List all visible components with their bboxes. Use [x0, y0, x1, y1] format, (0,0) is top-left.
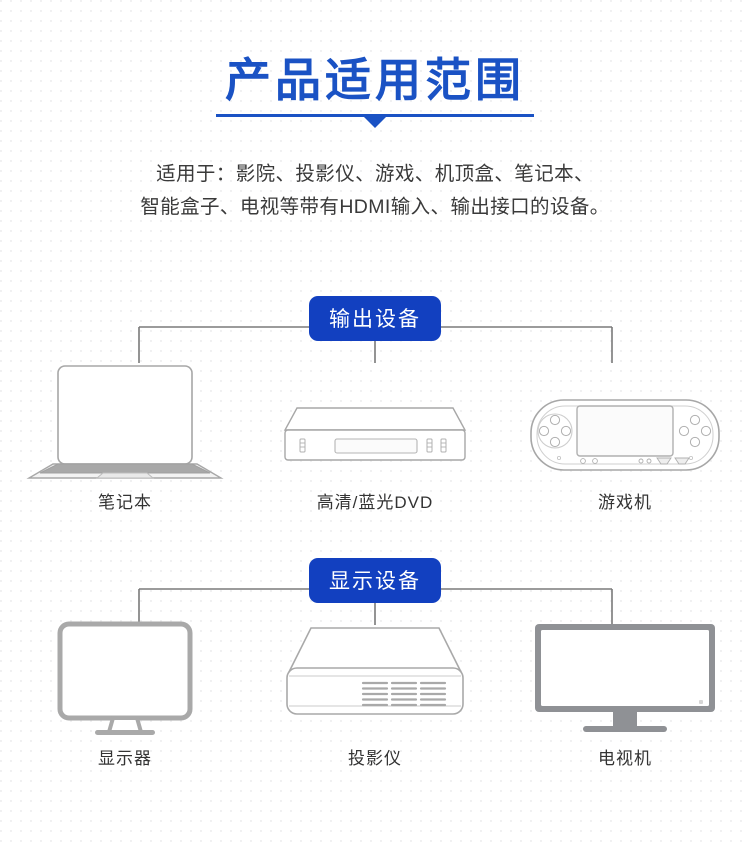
- device-television[interactable]: 电视机: [500, 618, 750, 769]
- subtitle-line-1: 适用于：影院、投影仪、游戏、机顶盒、笔记本、: [156, 163, 594, 185]
- laptop-art: [0, 360, 250, 480]
- badge-display-devices: 显示设备: [309, 558, 441, 603]
- device-label: 游戏机: [598, 493, 652, 512]
- device-label: 高清/蓝光DVD: [316, 493, 434, 512]
- page-subtitle: 适用于：影院、投影仪、游戏、机顶盒、笔记本、 智能盒子、电视等带有HDMI输入、…: [0, 158, 750, 224]
- device-dvd-player[interactable]: 高清/蓝光DVD: [250, 360, 500, 513]
- display-devices-row: 显示器: [0, 618, 750, 769]
- badge-output-devices: 输出设备: [309, 296, 441, 341]
- page-title: 产品适用范围: [225, 53, 525, 107]
- laptop-icon: [26, 365, 224, 479]
- device-game-console[interactable]: 游戏机: [500, 360, 750, 513]
- projector-art: [250, 618, 500, 736]
- display-connector-lines: [138, 588, 613, 625]
- title-underline: [216, 114, 534, 117]
- device-label: 电视机: [598, 749, 652, 768]
- device-projector[interactable]: 投影仪: [250, 618, 500, 769]
- device-laptop[interactable]: 笔记本: [0, 360, 250, 513]
- subtitle-line-2: 智能盒子、电视等带有HDMI输入、输出接口的设备。: [140, 196, 610, 218]
- dvd-player-icon: [283, 407, 467, 461]
- game-console-art: [500, 360, 750, 480]
- monitor-icon: [57, 621, 193, 735]
- output-devices-row: 笔记本 高清/蓝光DVD: [0, 360, 750, 513]
- output-connector-lines: [138, 326, 613, 363]
- device-label: 笔记本: [98, 493, 152, 512]
- projector-icon: [286, 627, 464, 715]
- page-header: 产品适用范围: [0, 52, 750, 128]
- television-icon: [535, 624, 715, 732]
- monitor-art: [0, 618, 250, 736]
- device-label: 显示器: [98, 749, 152, 768]
- handheld-game-console-icon: [530, 399, 720, 471]
- television-art: [500, 618, 750, 736]
- chevron-down-icon: [364, 117, 386, 128]
- device-monitor[interactable]: 显示器: [0, 618, 250, 769]
- device-label: 投影仪: [348, 749, 402, 768]
- dvd-player-art: [250, 360, 500, 480]
